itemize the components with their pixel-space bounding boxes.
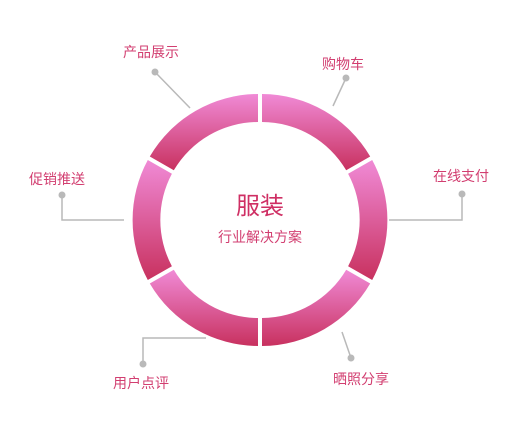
leader-product-display: [154, 71, 191, 109]
ring-segment-photo-share: [262, 269, 371, 346]
leader-online-payment: [389, 194, 463, 221]
ring-segment-product-display: [149, 94, 258, 171]
ring-segment-cart: [262, 94, 371, 171]
leader-cart: [332, 77, 347, 107]
leader-dot-user-review: [139, 360, 147, 368]
leader-dot-promotion: [58, 191, 66, 199]
leader-dot-online-payment: [458, 190, 466, 198]
leader-promotion: [61, 195, 124, 221]
ring: [132, 94, 388, 346]
leader-dot-photo-share: [347, 354, 355, 362]
label-cart: 购物车: [322, 56, 364, 73]
label-user-review: 用户点评: [113, 375, 169, 392]
ring-segment-user-review: [149, 269, 258, 346]
leader-user-review: [142, 337, 206, 364]
label-promotion: 促销推送: [29, 172, 85, 188]
leaders: [58, 68, 466, 368]
ring-segment-online-payment: [348, 160, 388, 280]
center-title: 服装: [236, 192, 284, 220]
leader-photo-share: [341, 331, 352, 359]
label-product-display: 产品展示: [123, 45, 179, 61]
label-photo-share: 晒照分享: [333, 371, 389, 388]
leader-dot-product-display: [151, 68, 159, 76]
leader-dot-cart: [342, 74, 350, 82]
label-online-payment: 在线支付: [433, 169, 489, 185]
ring-segment-promotion: [132, 160, 172, 280]
center-subtitle: 行业解决方案: [218, 229, 302, 246]
